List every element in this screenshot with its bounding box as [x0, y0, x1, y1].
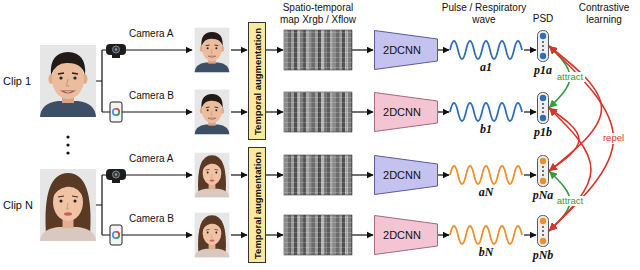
- vector-shape: [537, 30, 549, 62]
- clip-label: Clip N: [3, 199, 33, 212]
- camera-label: Camera B: [129, 213, 174, 225]
- psd-vector: pNb: [537, 215, 549, 247]
- camera-label: Camera B: [129, 90, 174, 102]
- edge-label: repel: [601, 133, 626, 143]
- psd-label: pNb: [523, 248, 563, 263]
- edge-label: attract: [555, 196, 585, 206]
- cnn-label: 2DCNN: [383, 169, 421, 181]
- augmentation-label: Temporal augmentation: [252, 152, 263, 259]
- cnn-block: 2DCNN: [374, 215, 438, 255]
- repel-arrow: [549, 108, 591, 231]
- psd-label: p1b: [523, 125, 563, 140]
- repel-arrow: [549, 46, 602, 171]
- signal-label: a1: [471, 61, 501, 75]
- stage-heading: Contrastive learning: [570, 2, 638, 25]
- cnn-label: 2DCNN: [383, 44, 421, 56]
- augmentation-label: Temporal augmentation: [252, 28, 263, 135]
- augmentation-box: Temporal augmentation: [248, 22, 266, 140]
- stage-heading: Pulse / Respiratory wave: [439, 2, 529, 25]
- repel-arrow: [549, 108, 579, 171]
- clip-label: Clip 1: [3, 75, 31, 88]
- psd-vector: p1b: [537, 92, 549, 124]
- cnn-block: 2DCNN: [374, 155, 438, 195]
- edge-label: attract: [555, 72, 585, 82]
- psd-vector: pNa: [537, 155, 549, 187]
- stage-heading: PSD: [531, 13, 555, 25]
- cnn-block: 2DCNN: [374, 92, 438, 132]
- stage-heading: Spatio-temporal map Xrgb / Xflow: [276, 2, 360, 25]
- camera-label: Camera A: [129, 153, 173, 165]
- vector-shape: [537, 215, 549, 247]
- vector-shape: [537, 155, 549, 187]
- camera-label: Camera A: [129, 28, 173, 40]
- signal-label: b1: [471, 123, 501, 137]
- signal-label: bN: [471, 246, 501, 260]
- augmentation-box: Temporal augmentation: [248, 147, 266, 263]
- cnn-label: 2DCNN: [383, 229, 421, 241]
- vector-shape: [537, 92, 549, 124]
- signal-label: aN: [471, 186, 501, 200]
- cnn-label: 2DCNN: [383, 106, 421, 118]
- psd-vector: p1a: [537, 30, 549, 62]
- cnn-block: 2DCNN: [374, 30, 438, 70]
